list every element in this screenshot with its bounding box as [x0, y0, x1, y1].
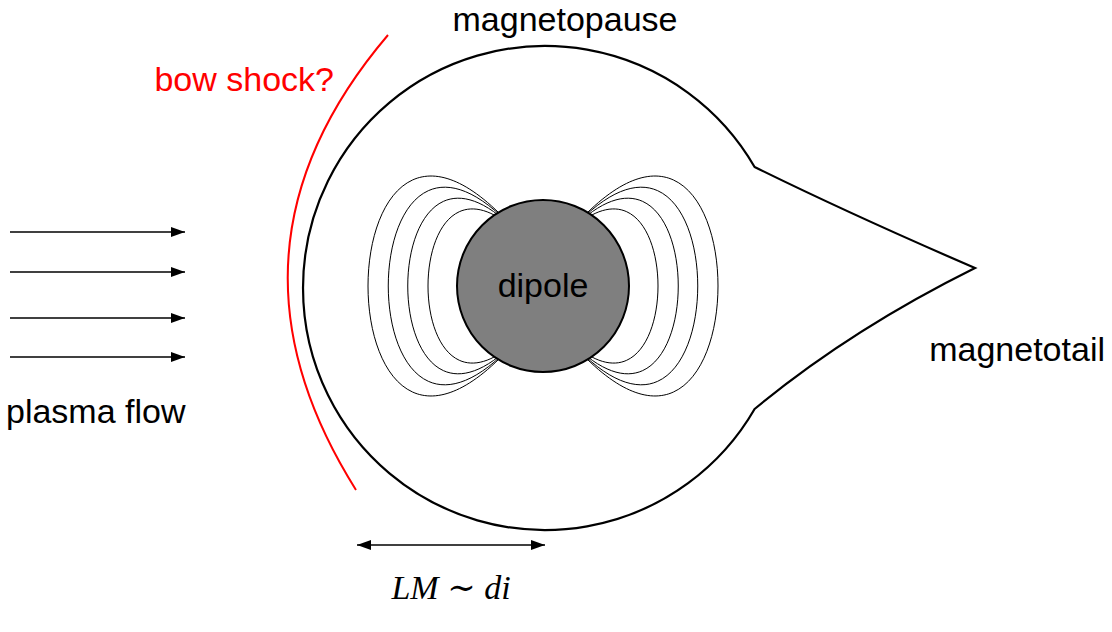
bow-shock-arc [288, 35, 388, 490]
dipole-circle: dipole [456, 199, 630, 373]
node-label: dipole [498, 266, 589, 305]
structure-label: magnetopause [453, 0, 678, 39]
plasma-flow-arrows [10, 232, 185, 357]
field-lines [368, 176, 718, 396]
flow-arrow [10, 231, 185, 233]
flow-label: plasma flow [6, 392, 186, 431]
dipole-circle [457, 200, 629, 372]
dimension-arrow [357, 544, 545, 546]
bow-shock-label: bow shock? [154, 60, 334, 99]
flow-arrow [10, 356, 185, 358]
flow-arrow [10, 271, 185, 273]
dimension-label: LM ∼ di [391, 568, 510, 607]
structure-label: magnetotail [929, 330, 1105, 369]
magnetopause-outline [303, 46, 975, 530]
flow-arrow [10, 317, 185, 319]
